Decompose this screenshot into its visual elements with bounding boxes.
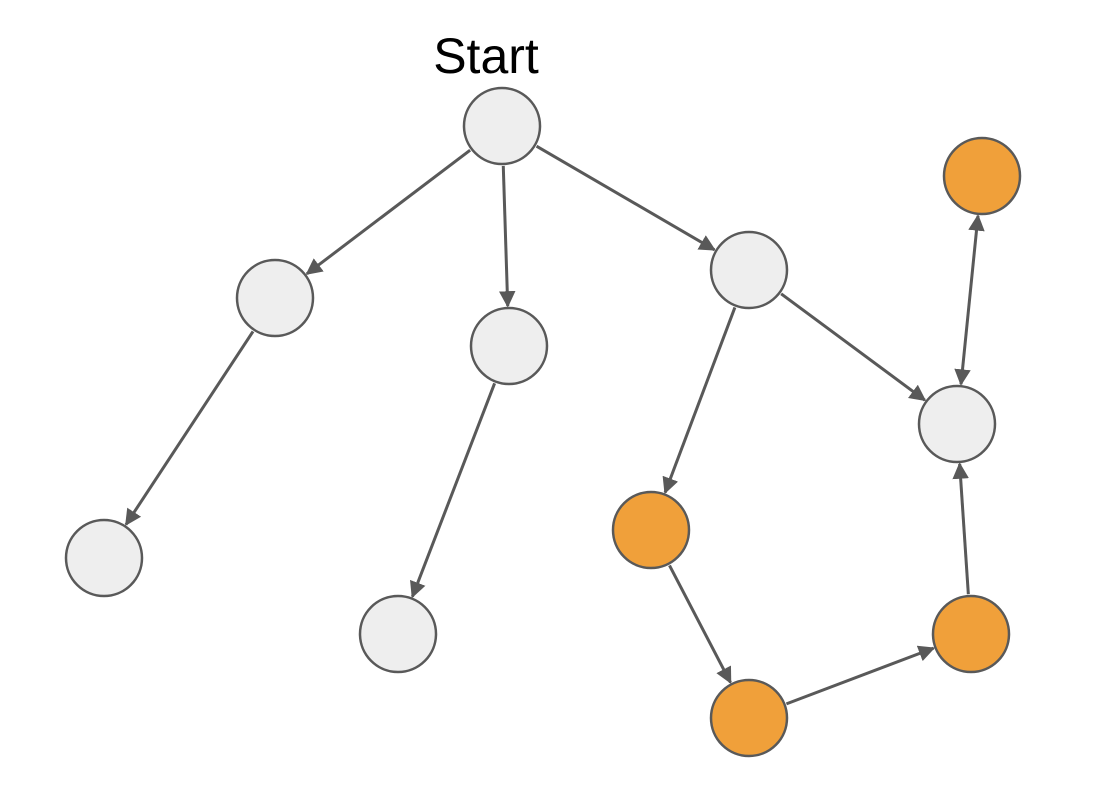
edge-n0-n2 xyxy=(499,165,516,308)
edge-n1-n4 xyxy=(124,330,255,526)
edge-n9-n10 xyxy=(952,462,970,595)
node-n3 xyxy=(709,230,789,310)
nodes-layer xyxy=(64,86,1022,758)
edge-n0-n1 xyxy=(305,148,472,276)
edge-n8-n9 xyxy=(785,645,936,706)
node-n10 xyxy=(917,384,997,464)
edge-n3-n10 xyxy=(780,292,927,402)
node-n0 xyxy=(462,86,542,166)
edge-n10-n6 xyxy=(954,214,985,386)
edge-n0-n3 xyxy=(535,144,716,252)
node-n2 xyxy=(469,306,549,386)
node-n6-highlighted xyxy=(942,136,1022,216)
node-n4 xyxy=(64,518,144,598)
node-n5 xyxy=(358,594,438,674)
node-n8-highlighted xyxy=(709,678,789,758)
start-label: Start xyxy=(433,28,539,84)
edge-n3-n7 xyxy=(662,306,737,495)
edge-n2-n5 xyxy=(410,382,497,599)
node-n7-highlighted xyxy=(611,490,691,570)
node-n1 xyxy=(235,258,315,338)
node-n9-highlighted xyxy=(931,594,1011,674)
edges-layer xyxy=(124,144,985,706)
edge-n7-n8 xyxy=(668,564,732,684)
